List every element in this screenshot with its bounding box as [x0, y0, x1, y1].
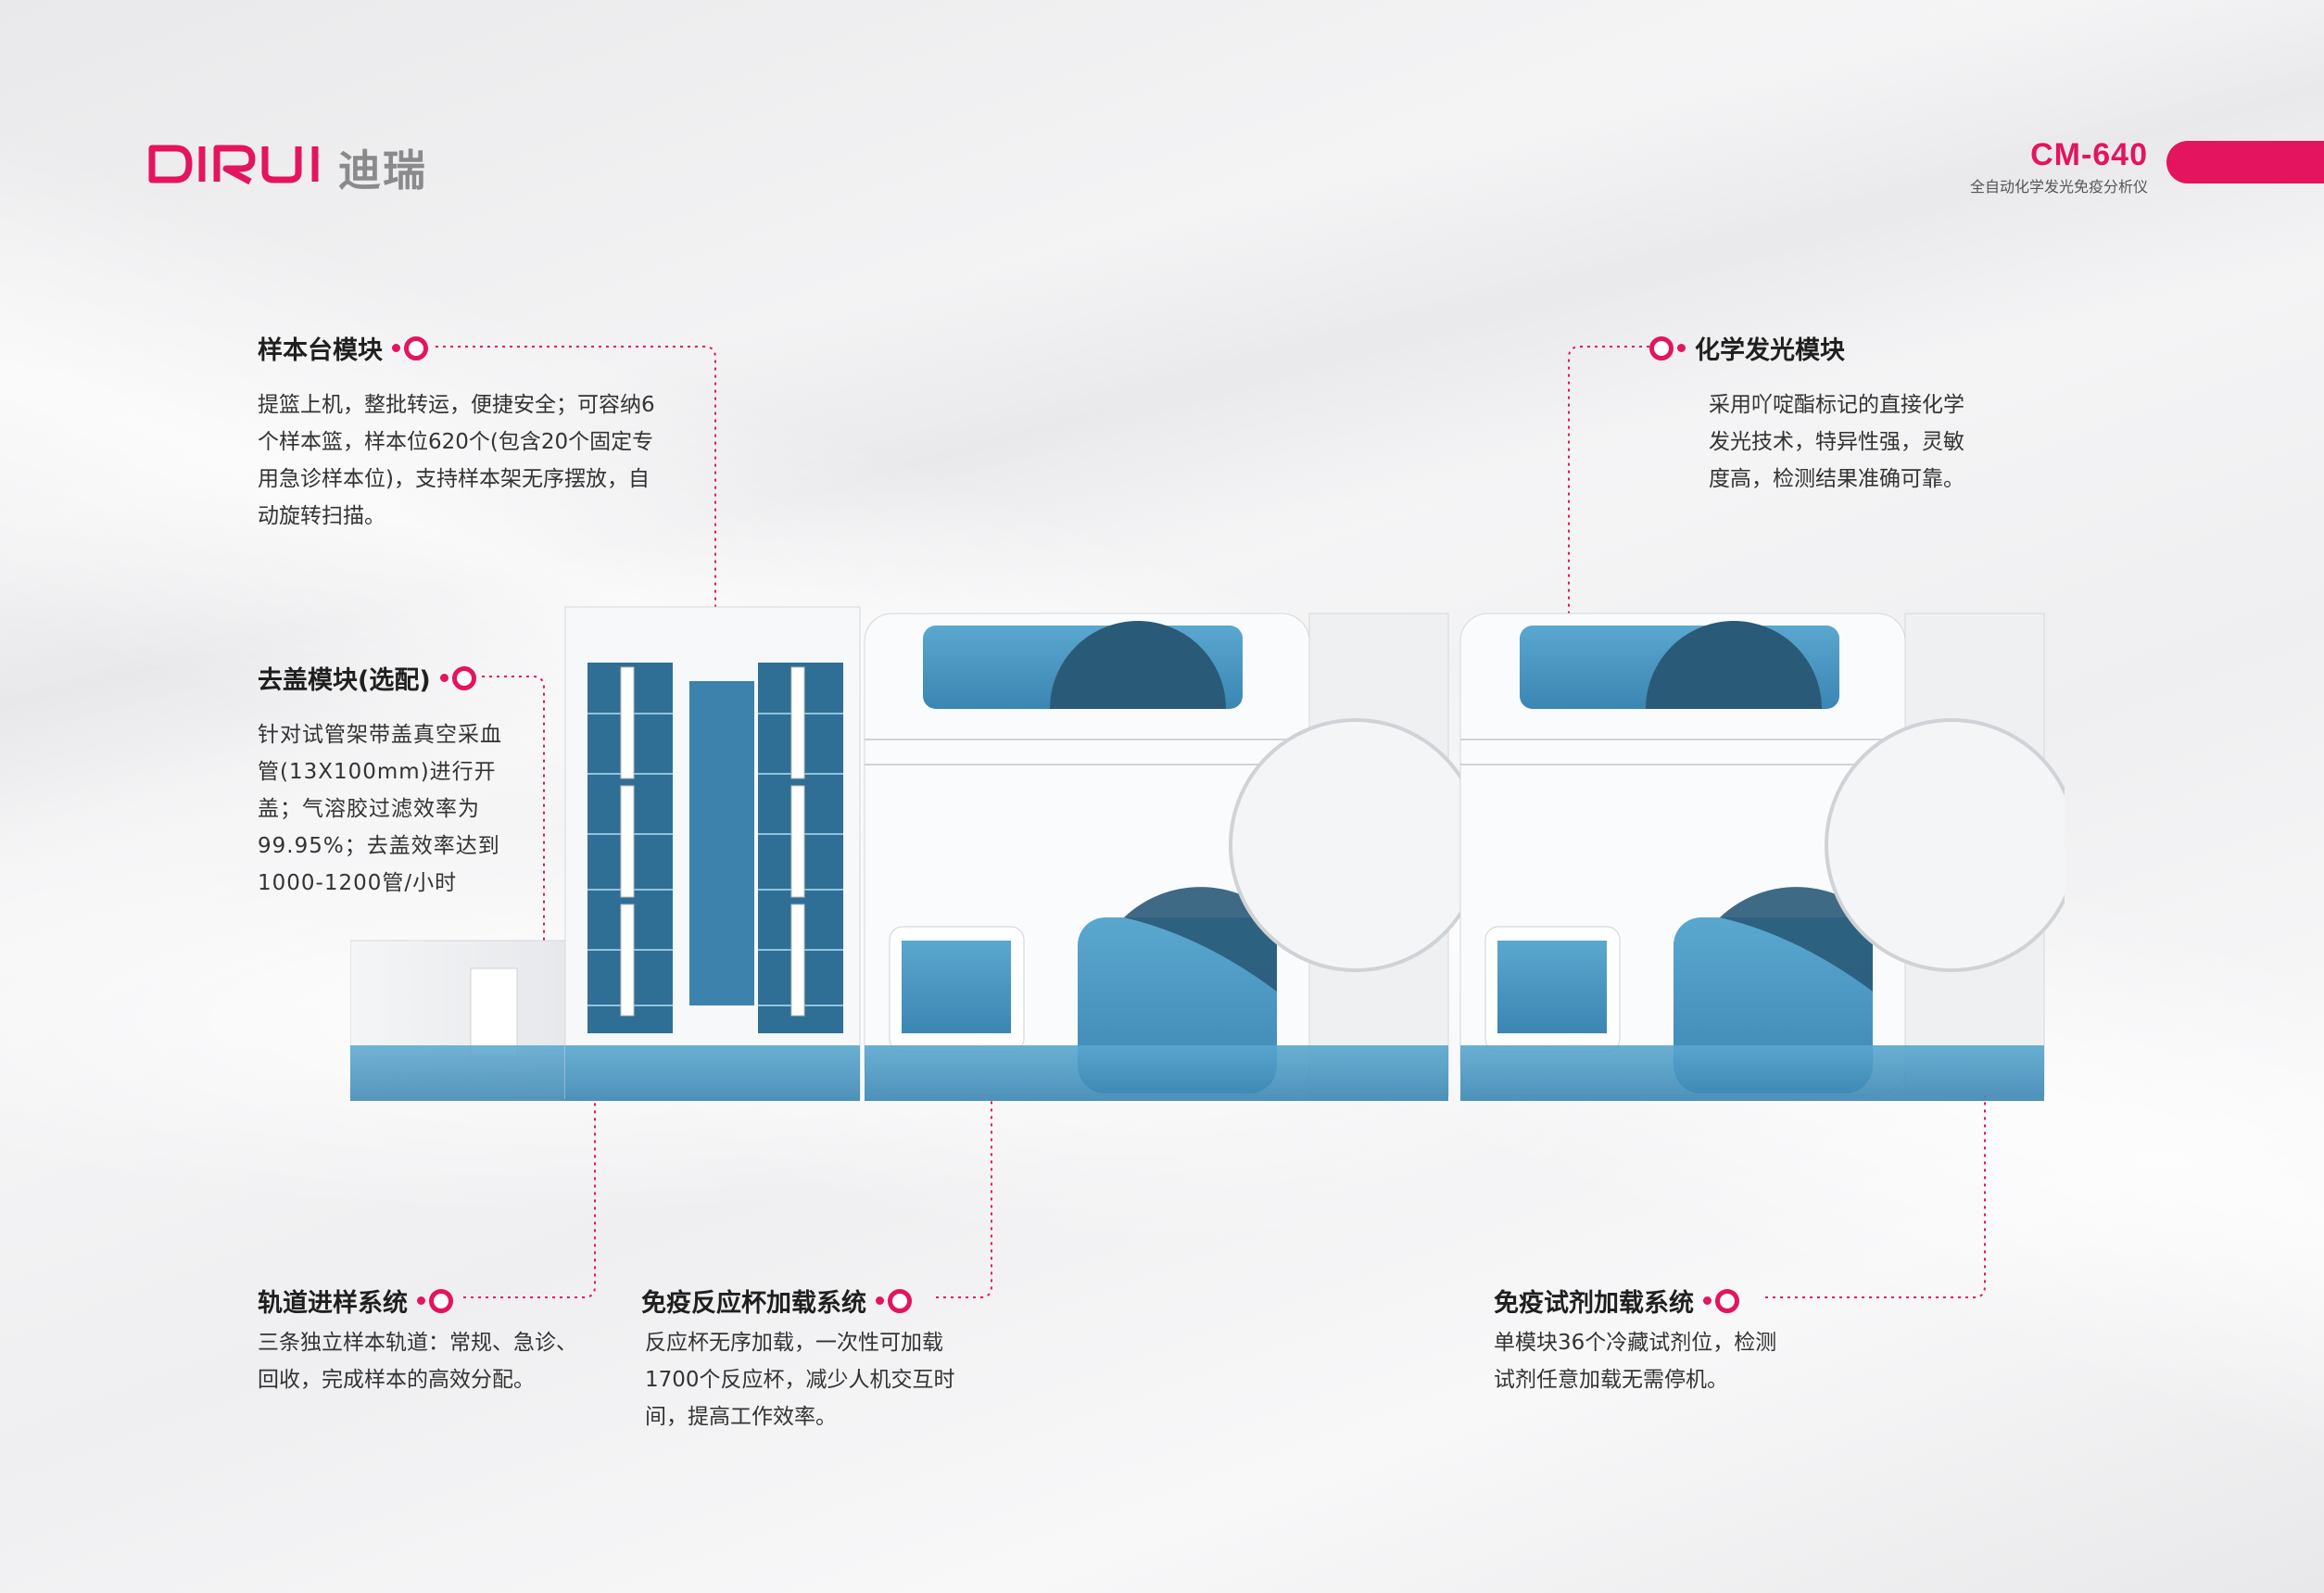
callout-dot-icon — [1703, 1288, 1739, 1313]
callout-track-system: 轨道进样系统 三条独立样本轨道：常规、急诊、 回收，完成样本的高效分配。 — [258, 1283, 647, 1398]
callout-dot-icon — [876, 1288, 912, 1313]
callout-description: 单模块36个冷藏试剂位，检测 试剂任意加载无需停机。 — [1494, 1331, 1777, 1392]
callout-decap-module: 去盖模块(选配) 针对试管架带盖真空采血 管(13X100mm)进行开 盖；气溶… — [258, 660, 554, 902]
model-code: CM-640 — [2030, 137, 2148, 172]
callout-description: 采用吖啶酯标记的直接化学 发光技术，特异性强，灵敏 度高，检测结果准确可靠。 — [1709, 393, 1964, 491]
model-header: CM-640 全自动化学发光免疫分析仪 — [1935, 137, 2324, 196]
model-subtitle: 全自动化学发光免疫分析仪 — [1969, 178, 2148, 196]
callout-cuvette-system: 免疫反应杯加载系统 反应杯无序加载，一次性可加载 1700个反应杯，减少人机交互… — [641, 1283, 1049, 1435]
analyzer-illustration — [350, 606, 2065, 1101]
callout-reagent-system: 免疫试剂加载系统 单模块36个冷藏试剂位，检测 试剂任意加载无需停机。 — [1494, 1283, 1901, 1398]
callout-title: 化学发光模块 — [1695, 336, 1845, 365]
callout-dot-icon — [1649, 335, 1686, 360]
accent-bar — [2166, 141, 2324, 183]
callout-description: 针对试管架带盖真空采血 管(13X100mm)进行开 盖；气溶胶过滤效率为 99… — [258, 723, 502, 895]
callout-chemi-module: 化学发光模块 采用吖啶酯标记的直接化学 发光技术，特异性强，灵敏 度高，检测结果… — [1649, 330, 2020, 498]
callout-dot-icon — [392, 335, 428, 360]
dirui-logo: 迪瑞 — [148, 137, 454, 196]
callout-title: 免疫反应杯加载系统 — [641, 1289, 866, 1318]
callout-description: 提篮上机，整批转运，便捷安全；可容纳6 个样本篮，样本位620个(包含20个固定… — [258, 393, 655, 528]
callout-sample-module: 样本台模块 提篮上机，整批转运，便捷安全；可容纳6 个样本篮，样本位620个(包… — [258, 330, 702, 535]
callout-title: 样本台模块 — [258, 336, 383, 365]
callout-dot-icon — [439, 665, 476, 690]
callout-dot-icon — [417, 1288, 453, 1313]
callout-title: 去盖模块(选配) — [258, 666, 431, 695]
callout-description: 反应杯无序加载，一次性可加载 1700个反应杯，减少人机交互时 间，提高工作效率… — [645, 1331, 955, 1429]
callout-title: 免疫试剂加载系统 — [1494, 1289, 1694, 1318]
callout-description: 三条独立样本轨道：常规、急诊、 回收，完成样本的高效分配。 — [258, 1331, 577, 1392]
callout-title: 轨道进样系统 — [258, 1289, 408, 1318]
brand-name-cn: 迪瑞 — [338, 145, 427, 196]
